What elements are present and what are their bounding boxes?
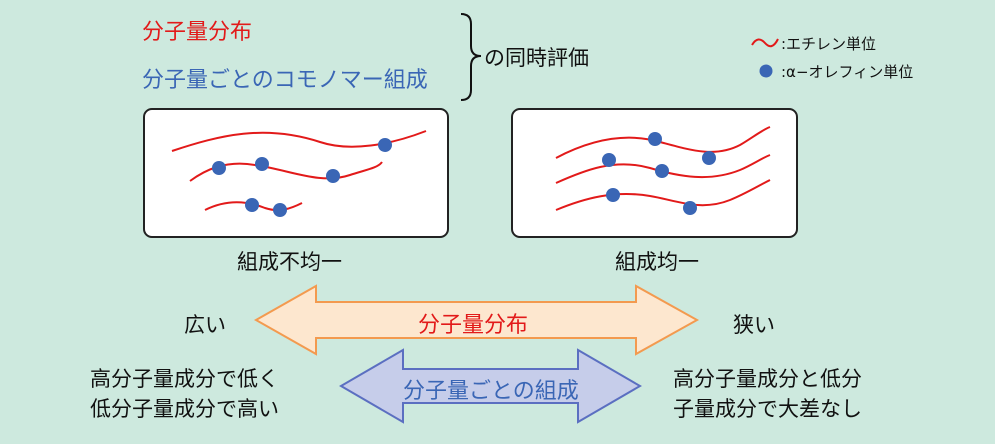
caption-homogeneous: 組成均一 xyxy=(615,250,699,274)
comonomer-unit xyxy=(683,201,697,215)
right-note-line2: 子量成分で大差なし xyxy=(673,397,862,421)
comonomer-unit xyxy=(602,153,616,167)
comonomer-unit xyxy=(212,161,226,175)
alpha-olefin-unit-icon xyxy=(759,64,773,78)
simultaneous-evaluation-label: の同時評価 xyxy=(484,46,589,70)
composition-arrow-label: 分子量ごとの組成 xyxy=(403,379,579,404)
comonomer-unit xyxy=(378,138,392,152)
label-broad: 広い xyxy=(184,313,226,337)
legend-ethylene-label: :エチレン単位 xyxy=(781,35,877,53)
heading-mwd: 分子量分布 xyxy=(142,20,253,45)
comonomer-unit xyxy=(273,203,287,217)
comonomer-unit xyxy=(648,132,662,146)
comonomer-unit xyxy=(326,169,340,183)
legend-alpha-olefin-label: :α−オレフィン単位 xyxy=(781,63,914,81)
curly-bracket xyxy=(460,13,482,101)
polymer-chain-top xyxy=(555,126,771,159)
heading-comonomer-composition: 分子量ごとのコモノマー組成 xyxy=(142,68,428,93)
left-note-line2: 低分子量成分で高い xyxy=(90,397,279,421)
comonomer-unit xyxy=(606,188,620,202)
left-note-line1: 高分子量成分で低く xyxy=(90,367,279,391)
polymer-chain-short xyxy=(204,201,303,212)
caption-heterogeneous: 組成不均一 xyxy=(237,250,342,274)
polymer-chain-middle xyxy=(555,154,771,184)
ethylene-unit-icon xyxy=(751,38,779,48)
polymer-chain-bottom xyxy=(555,179,771,211)
mwd-arrow-label: 分子量分布 xyxy=(418,313,529,338)
comonomer-unit xyxy=(245,198,259,212)
comonomer-unit xyxy=(255,157,269,171)
label-narrow: 狭い xyxy=(733,313,775,337)
comonomer-unit xyxy=(655,164,669,178)
right-note-line1: 高分子量成分と低分 xyxy=(673,367,862,391)
comonomer-unit xyxy=(702,151,716,165)
panel-homogeneous xyxy=(511,108,798,238)
